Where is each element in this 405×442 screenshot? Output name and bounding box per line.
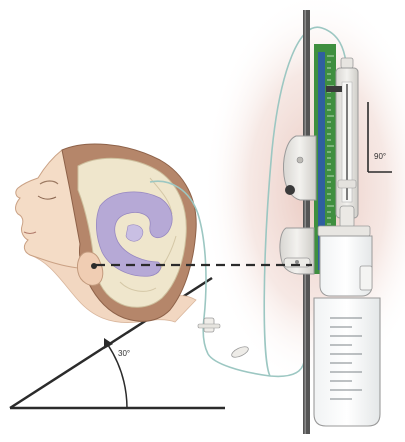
chamber-mid-clamp [338, 180, 356, 188]
stopcock-handle [198, 324, 220, 328]
chamber-lower-connector [340, 206, 354, 228]
chamber-pointer [326, 86, 342, 92]
zero-stopcock-dot [295, 260, 299, 264]
bag-hanger [318, 226, 370, 236]
backrest-angle-label: 30° [118, 349, 130, 358]
bag-body [314, 298, 380, 426]
ventricle-inner [126, 225, 143, 242]
bag-port [360, 266, 372, 290]
pole-clamp-screw [297, 157, 303, 163]
tube-clamp [230, 345, 250, 360]
chamber-cap [341, 58, 353, 68]
iv-pole-icon [303, 10, 310, 434]
pole-clamp-knob [285, 185, 295, 195]
patient-head-icon [16, 144, 197, 323]
pole-clamp [284, 136, 317, 200]
collection-bag-icon [314, 226, 380, 426]
iv-pole-highlight [305, 10, 307, 434]
marker-angle-label: 90° [374, 152, 386, 161]
lower-manifold [280, 228, 314, 274]
angle-arc-arrowhead [104, 338, 113, 349]
